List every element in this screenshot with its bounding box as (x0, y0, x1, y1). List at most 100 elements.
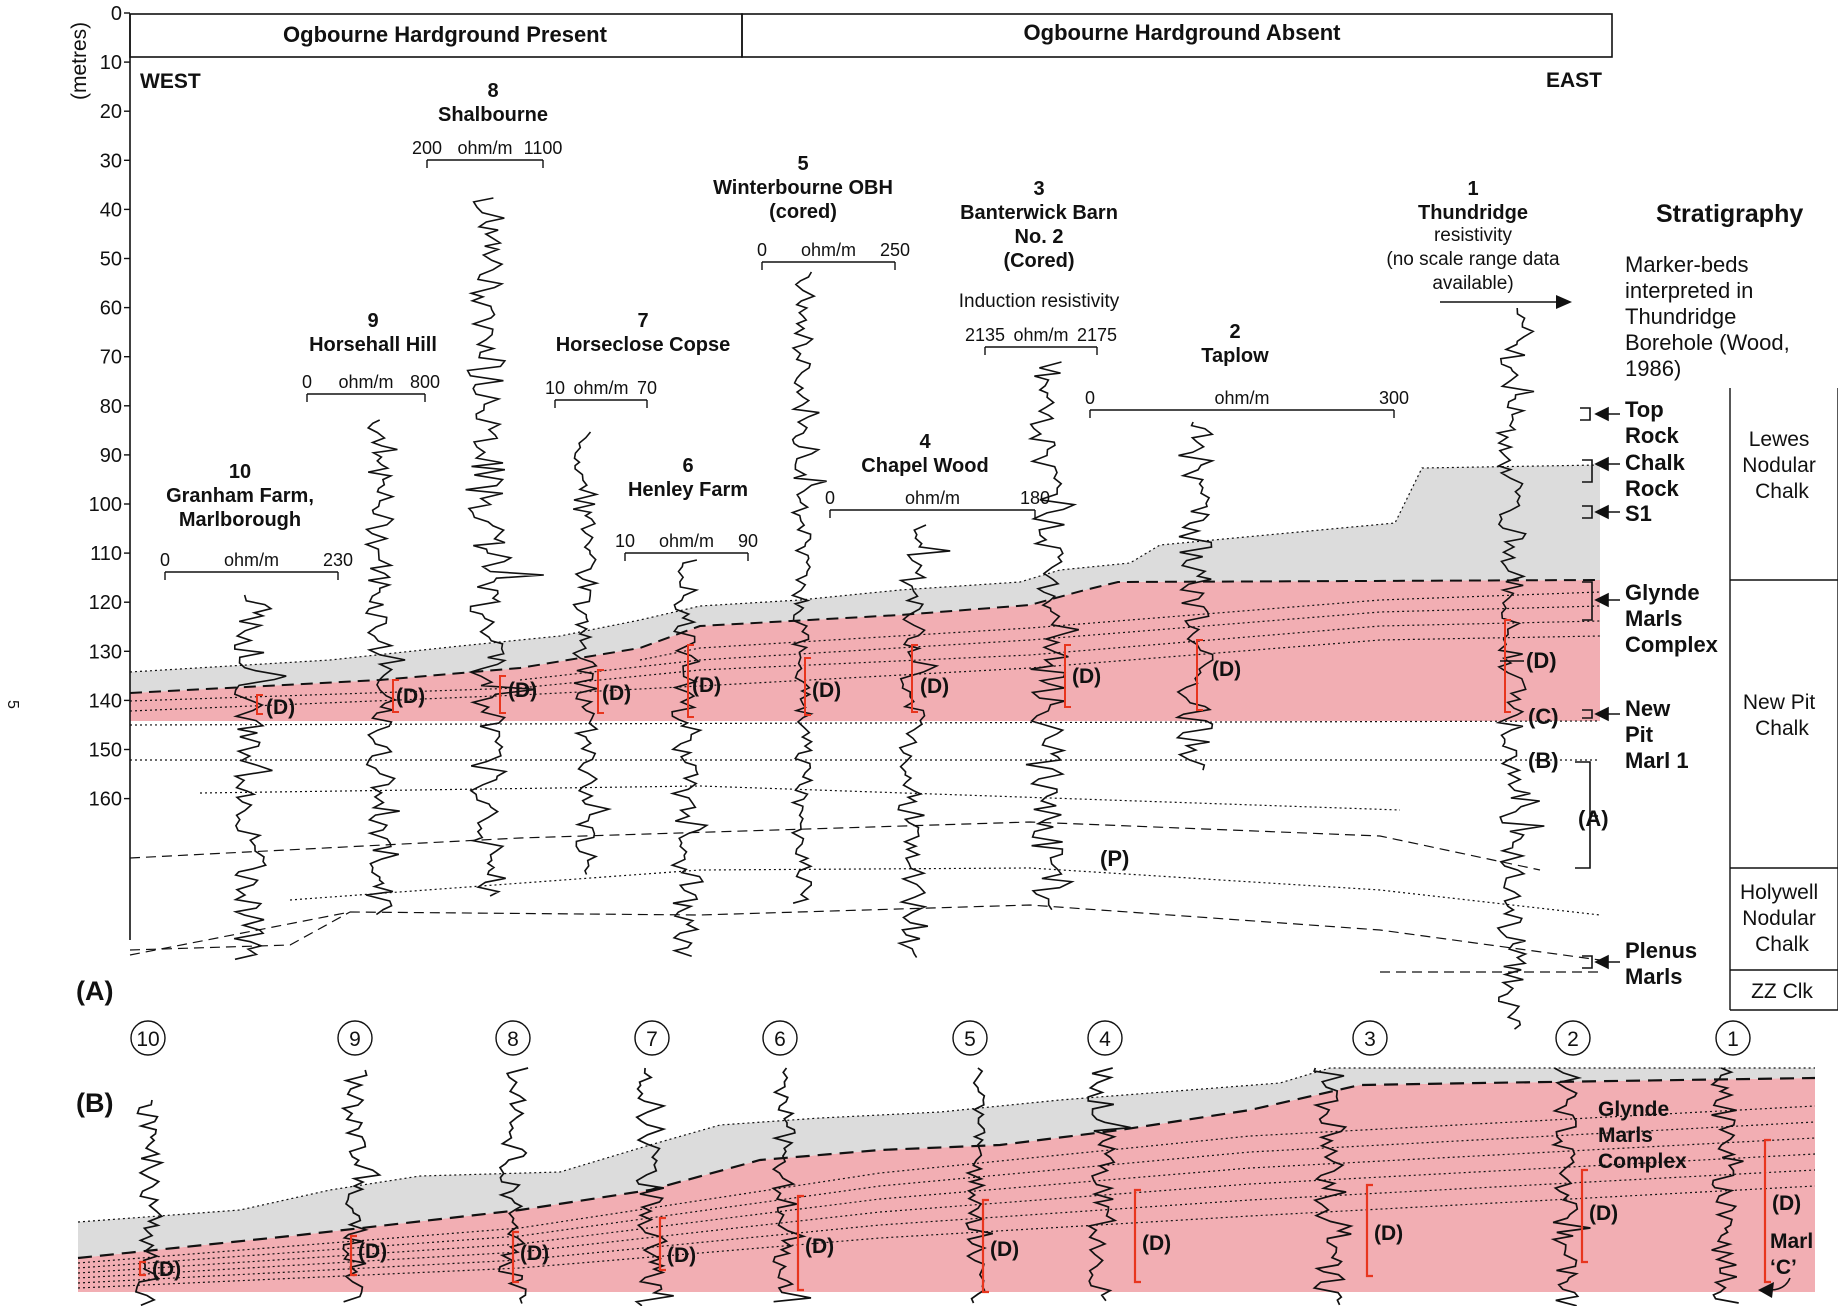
number-circle (1715, 1020, 1751, 1056)
marker-bracket (1582, 581, 1593, 621)
thundridge-labels: (C) (B) (A) (P) (D) (1100, 648, 1609, 871)
correlation-line (77, 1153, 1816, 1279)
circled-number-label: 7 (646, 1028, 658, 1051)
d-interval-bracket (349, 1234, 357, 1277)
arrowhead (1594, 456, 1609, 472)
resistivity-log (1550, 1067, 1591, 1306)
depth-axis: (metres) 0102030405060708090100110120130… (68, 3, 131, 940)
resistivity-log (965, 1067, 993, 1304)
circled-number-label: 10 (136, 1028, 159, 1051)
circled-number-label: 4 (1099, 1028, 1111, 1051)
resistivity-log (634, 1067, 674, 1306)
borehole-number: 3 (1033, 178, 1044, 200)
marker-line: Marl 1 (1625, 748, 1689, 773)
scale-unit: ohm/m (1214, 388, 1269, 408)
panel-b-complex-label: Glynde Marls Complex (1598, 1098, 1687, 1173)
scale-unit: ohm/m (338, 372, 393, 392)
marker-bracket (1582, 955, 1593, 969)
borehole-name: (cored) (769, 201, 837, 223)
number-circle (495, 1020, 531, 1056)
borehole-number: 1 (1467, 178, 1478, 200)
d-interval-label: (D) (152, 1258, 181, 1281)
d-interval-bracket (392, 679, 399, 713)
label-p: (P) (1100, 846, 1129, 871)
circled-number-2: 2 (1555, 1020, 1591, 1056)
marker-s1: S1 (1625, 501, 1652, 526)
marker-line: New (1625, 696, 1671, 721)
marker-note: Marker-beds interpreted in Thundridge Bo… (1625, 252, 1796, 381)
scale-max: 230 (323, 550, 353, 570)
panel-b-correlation-lines (77, 1067, 1816, 1289)
resistivity-log (1025, 361, 1080, 911)
d-interval-bracket (1133, 1188, 1141, 1284)
d-interval-bracket (511, 1230, 519, 1284)
marl-c-arrow (1769, 1277, 1791, 1291)
unit-line: Nodular (1742, 454, 1816, 477)
borehole-name: Winterbourne OBH (713, 177, 893, 199)
resistivity-log (1174, 421, 1216, 771)
d-interval-bracket (1196, 639, 1203, 711)
borehole-name: Henley Farm (628, 479, 748, 501)
circled-number-label: 5 (964, 1028, 976, 1051)
marker-bracket (1582, 709, 1593, 719)
borehole-name: Granham Farm, (166, 485, 314, 507)
borehole-name: Shalbourne (438, 104, 548, 126)
header-boxes: Ogbourne Hardground Present Ogbourne Har… (129, 13, 1613, 93)
correlation-line (129, 620, 1601, 702)
unit-holywell: Holywell Nodular Chalk (1740, 881, 1824, 956)
correlation-line (129, 904, 1601, 961)
resistivity-log (465, 197, 544, 897)
scale-min: 0 (825, 488, 835, 508)
depth-tick-label: 120 (89, 592, 122, 614)
stratigraphy-title: Stratigraphy (1656, 200, 1803, 228)
d-interval-label: (D) (692, 674, 721, 697)
marker-line: Pit (1625, 722, 1654, 747)
borehole-number: 2 (1229, 321, 1240, 343)
number-circle (1555, 1020, 1591, 1056)
scale-min: 10 (615, 531, 635, 551)
d-interval-bracket (138, 1260, 146, 1277)
thundridge-arrowhead (1556, 295, 1572, 309)
borehole-number: 9 (367, 310, 378, 332)
d-interval-label: (D) (920, 675, 949, 698)
depth-tick-label: 150 (89, 740, 122, 762)
panel-b-logs (134, 1067, 1744, 1306)
unit-line: Chalk (1755, 480, 1809, 503)
resistivity-log (790, 271, 827, 904)
circled-number-8: 8 (495, 1020, 531, 1056)
d-interval-label: (D) (1212, 658, 1241, 681)
scale-max: 2175 (1077, 325, 1117, 345)
circled-number-5: 5 (952, 1020, 988, 1056)
number-circle (1087, 1020, 1123, 1056)
correlation-line (77, 1121, 1816, 1269)
scale-max: 250 (880, 240, 910, 260)
correlation-line (519, 605, 1601, 681)
d-interval-bracket (256, 694, 263, 715)
depth-tick-label: 160 (89, 789, 122, 811)
correlation-line (199, 785, 1401, 811)
marker-note-line: 1986) (1625, 356, 1681, 381)
depth-tick-label: 40 (100, 199, 122, 221)
unit-line: Lewes (1749, 428, 1810, 451)
borehole-number: 8 (487, 80, 498, 102)
correlation-line (129, 821, 1541, 871)
d-interval-label: (D) (602, 682, 631, 705)
unit-line: Chalk (1755, 717, 1809, 740)
d-interval-bracket (1064, 644, 1071, 708)
resistivity-log (896, 524, 951, 958)
panel-a-logs (232, 197, 1545, 1030)
marker-line: Rock (1625, 423, 1680, 448)
marl-c-line: Marl (1770, 1230, 1813, 1253)
number-circle (337, 1020, 373, 1056)
scale-unit: ohm/m (905, 488, 960, 508)
unit-new-pit: New Pit Chalk (1743, 691, 1821, 740)
circled-number-4: 4 (1087, 1020, 1123, 1056)
d-interval-label: (D) (358, 1240, 387, 1263)
borehole-number: 4 (919, 431, 931, 453)
